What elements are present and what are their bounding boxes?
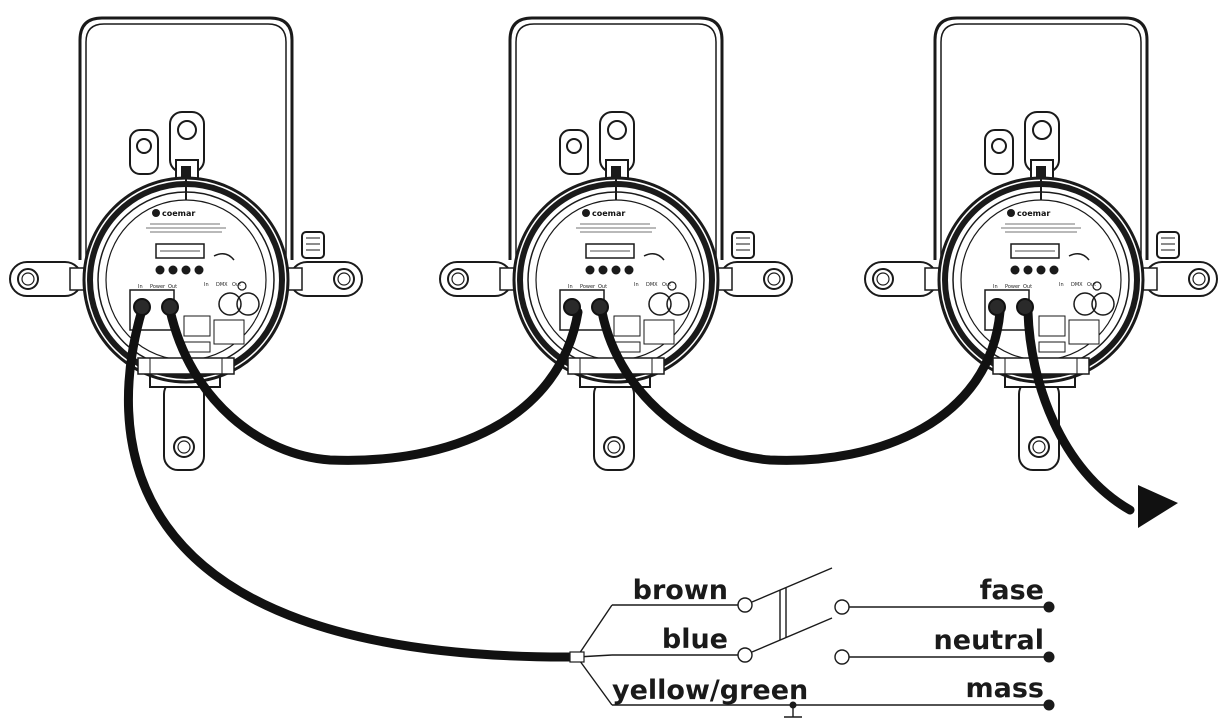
fixture-middle-out2-label: Out [662,282,671,288]
fixture-middle-dmx-label: DMX [646,282,658,288]
fixture-left-in2-label: In [204,282,209,288]
cable-link-2 [597,307,1005,465]
wire-label-brown: brown [633,575,728,606]
fixture-middle-out-label: Out [598,284,607,290]
fixture-left-dmx-label: DMX [216,282,228,288]
fixture-right: In Power Out In DMX Out [865,18,1217,470]
cable-output [1023,307,1135,515]
fixture-left: In Power Out In DMX Out [10,18,362,470]
fixture-right-power-label: Power [1005,284,1021,290]
wire-label-mass: mass [966,673,1045,704]
fixture-left-out2-label: Out [232,282,241,288]
fixture-left-in-label: In [138,284,143,290]
fixture-right-out-label: Out [1023,284,1032,290]
cable-mains-input [124,305,580,662]
fixture-middle: In Power Out In DMX Out [440,18,792,470]
fixture-right-in-label: In [993,284,998,290]
wire-label-blue: blue [662,624,728,655]
cable-link-1 [165,305,583,465]
fixture-left-out-label: Out [168,284,177,290]
fixture-right-out2-label: Out [1087,282,1096,288]
fixture-right-in2-label: In [1059,282,1064,288]
fixture-middle-in2-label: In [634,282,639,288]
fixture-right-dmx-label: DMX [1071,282,1083,288]
fixture-middle-power-label: Power [580,284,596,290]
fixture-left-power-label: Power [150,284,166,290]
output-arrow-icon [1138,485,1178,528]
wire-label-neutral: neutral [934,625,1044,656]
fixture-middle-in-label: In [568,284,573,290]
wire-label-yellow-green: yellow/green [612,675,808,706]
wire-label-fase: fase [980,575,1044,606]
